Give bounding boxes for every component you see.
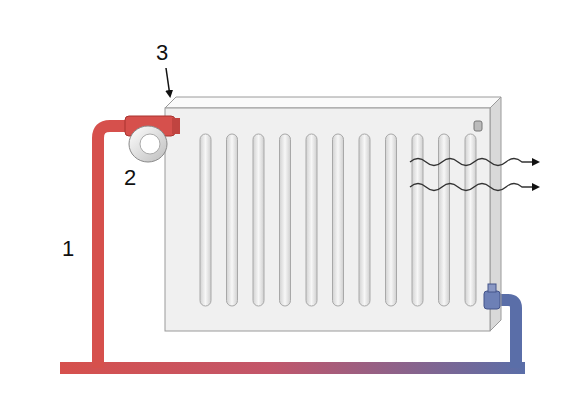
callout-number: 3 — [156, 42, 168, 64]
radiator-body — [165, 108, 490, 331]
bottom-pipe — [60, 362, 525, 374]
supply-pipe — [98, 126, 130, 368]
heat-waves — [410, 159, 538, 191]
leader-line — [166, 68, 170, 96]
callout-number: 1 — [62, 238, 74, 260]
radiator-fins — [200, 134, 476, 306]
thermostatic-head — [129, 126, 167, 162]
callout-number: 2 — [124, 167, 136, 189]
